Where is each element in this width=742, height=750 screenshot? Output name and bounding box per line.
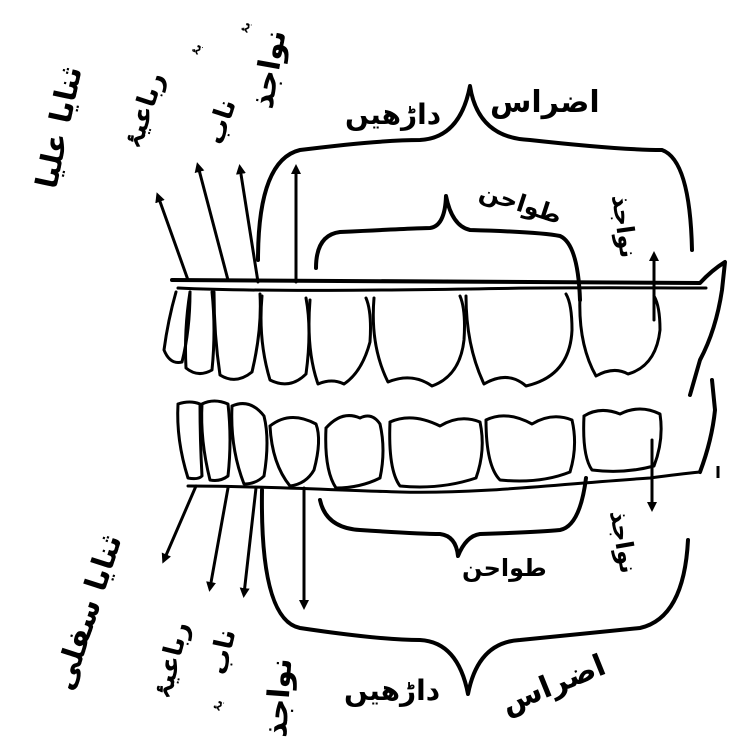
lower-tooth-3 — [232, 404, 267, 484]
label-nawajid-upper-right: نواجذ — [606, 193, 643, 260]
upper-tooth-3 — [214, 292, 260, 379]
upper-tooth-2 — [186, 292, 215, 374]
arrow-rabaiya-lower — [210, 488, 228, 588]
label-rabaiya-lower: رباعیۂ — [148, 619, 196, 702]
upper-tooth-5 — [309, 298, 371, 384]
label-thanaya-sufla: ثنایا سفلی — [46, 530, 129, 694]
upper-jaw — [164, 262, 725, 395]
label-nawajid-lower: نواجذ — [259, 657, 299, 739]
arrow-rabaiya-upper — [198, 166, 228, 280]
upper-labels: ثنایا علیا رباعیۂ ناب بۂ نواجذ بۂ داڑھیں… — [30, 21, 643, 260]
arrow-naab-lower — [244, 488, 256, 594]
lower-tooth-1 — [178, 402, 202, 479]
upper-tooth-7 — [466, 294, 572, 386]
label-naab-note-lower: بۂ — [209, 698, 225, 712]
label-dawaras-upper: داڑھیں — [345, 98, 441, 131]
label-naab-upper: ناب — [200, 95, 243, 148]
label-tawahin-upper: طواحن — [476, 177, 565, 230]
arrow-thanaya-sufla — [164, 486, 196, 560]
label-thanaya-ulya: ثنایا علیا — [30, 63, 90, 192]
label-naab-lower: ناب — [204, 627, 243, 678]
arrow-thanaya-ulya — [158, 196, 188, 280]
label-azras-upper: اضراس — [490, 85, 600, 120]
lower-tooth-8 — [584, 409, 661, 471]
lower-tooth-7 — [486, 416, 575, 481]
lower-tooth-5 — [326, 416, 383, 488]
lower-tooth-2 — [202, 401, 230, 481]
upper-tooth-6 — [373, 296, 464, 386]
upper-tooth-4 — [261, 296, 309, 384]
lower-jaw — [178, 380, 715, 492]
label-rabaiya-upper: رباعیۂ — [118, 69, 171, 153]
label-nawajid-lower-right: نواجذ — [604, 508, 643, 575]
lower-labels: ثنایا سفلی رباعیۂ ناب بۂ نواجذ داڑھیں اض… — [46, 508, 642, 738]
lower-jaw-outline — [700, 380, 715, 472]
upper-gumline — [178, 288, 706, 291]
lower-tooth-4 — [270, 417, 319, 486]
label-tawahin-lower: طواحن — [462, 554, 547, 582]
arrow-naab-upper — [240, 168, 258, 282]
pointer-arrows — [158, 166, 654, 606]
label-naab-note-upper: بۂ — [188, 42, 205, 57]
lower-tooth-6 — [390, 418, 483, 487]
label-nawajid-upper: نواجذ — [245, 27, 293, 111]
label-dawaras-lower: داڑھیں — [344, 674, 440, 707]
label-nawajid-note-upper: بۂ — [237, 21, 253, 35]
label-azras-lower: اضراس — [496, 648, 611, 722]
upper-tooth-8 — [580, 296, 660, 376]
